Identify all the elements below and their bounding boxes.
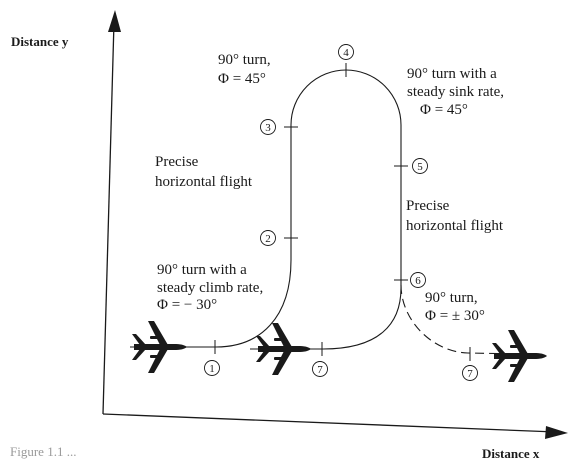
path-entry-climb [130, 140, 292, 348]
svg-text:Φ = 45°: Φ = 45° [420, 102, 468, 118]
marker-5: 5 [412, 158, 428, 174]
annotation-turn-bottom-right: 90° turn, Φ = ± 30° [425, 290, 485, 324]
svg-text:5: 5 [417, 161, 423, 173]
path-top-turn [290, 69, 402, 140]
y-axis-arrow-icon [108, 10, 121, 32]
svg-text:90° turn with a: 90° turn with a [407, 66, 497, 82]
annotation-turn-top-right: 90° turn with a steady sink rate, Φ = 45… [407, 66, 504, 118]
airplane-icon [132, 321, 187, 373]
svg-text:Precise: Precise [155, 154, 199, 170]
annotation-precise-left: Precise horizontal flight [155, 154, 253, 190]
marker-2: 2 [260, 230, 276, 246]
y-axis [102, 21, 115, 415]
annotation-turn-top-left: 90° turn, Φ = 45° [218, 52, 271, 87]
svg-text:Precise: Precise [406, 198, 450, 214]
svg-text:1: 1 [209, 363, 215, 375]
path-alternative-dashed [400, 284, 527, 355]
path-descent-turn [250, 140, 402, 350]
svg-text:steady climb rate,: steady climb rate, [157, 280, 263, 296]
svg-text:2: 2 [265, 233, 271, 245]
axes: Distance y Distance x [11, 10, 568, 461]
path-ticks [214, 63, 471, 361]
airplane-icon [492, 330, 547, 382]
figure-caption: Figure 1.1 ... [10, 444, 76, 459]
annotation-climb: 90° turn with a steady climb rate, Φ = −… [157, 262, 263, 313]
svg-text:90° turn,: 90° turn, [218, 52, 271, 68]
marker-7b: 7 [462, 365, 478, 381]
svg-text:Φ = ± 30°: Φ = ± 30° [425, 308, 485, 324]
annotation-precise-right: Precise horizontal flight [406, 198, 504, 234]
marker-1: 1 [204, 360, 220, 376]
marker-6: 6 [410, 272, 426, 288]
x-axis [102, 413, 557, 433]
svg-text:90° turn with a: 90° turn with a [157, 262, 247, 278]
marker-4: 4 [338, 44, 354, 60]
y-axis-title: Distance y [11, 34, 69, 49]
svg-text:Φ = 45°: Φ = 45° [218, 71, 266, 87]
svg-text:90° turn,: 90° turn, [425, 290, 478, 306]
svg-text:4: 4 [343, 47, 349, 59]
marker-7a: 7 [312, 361, 328, 377]
x-axis-arrow-icon [545, 426, 568, 439]
x-axis-title: Distance x [482, 446, 540, 461]
markers: 1 2 3 4 5 6 7 7 [204, 44, 478, 381]
marker-3: 3 [260, 119, 276, 135]
svg-text:7: 7 [317, 364, 323, 376]
svg-text:Φ = − 30°: Φ = − 30° [157, 297, 217, 313]
svg-text:3: 3 [265, 122, 271, 134]
svg-text:horizontal flight: horizontal flight [406, 218, 504, 234]
svg-text:6: 6 [415, 275, 421, 287]
svg-text:horizontal flight: horizontal flight [155, 174, 253, 190]
svg-text:steady sink rate,: steady sink rate, [407, 84, 504, 100]
svg-text:7: 7 [467, 368, 473, 380]
